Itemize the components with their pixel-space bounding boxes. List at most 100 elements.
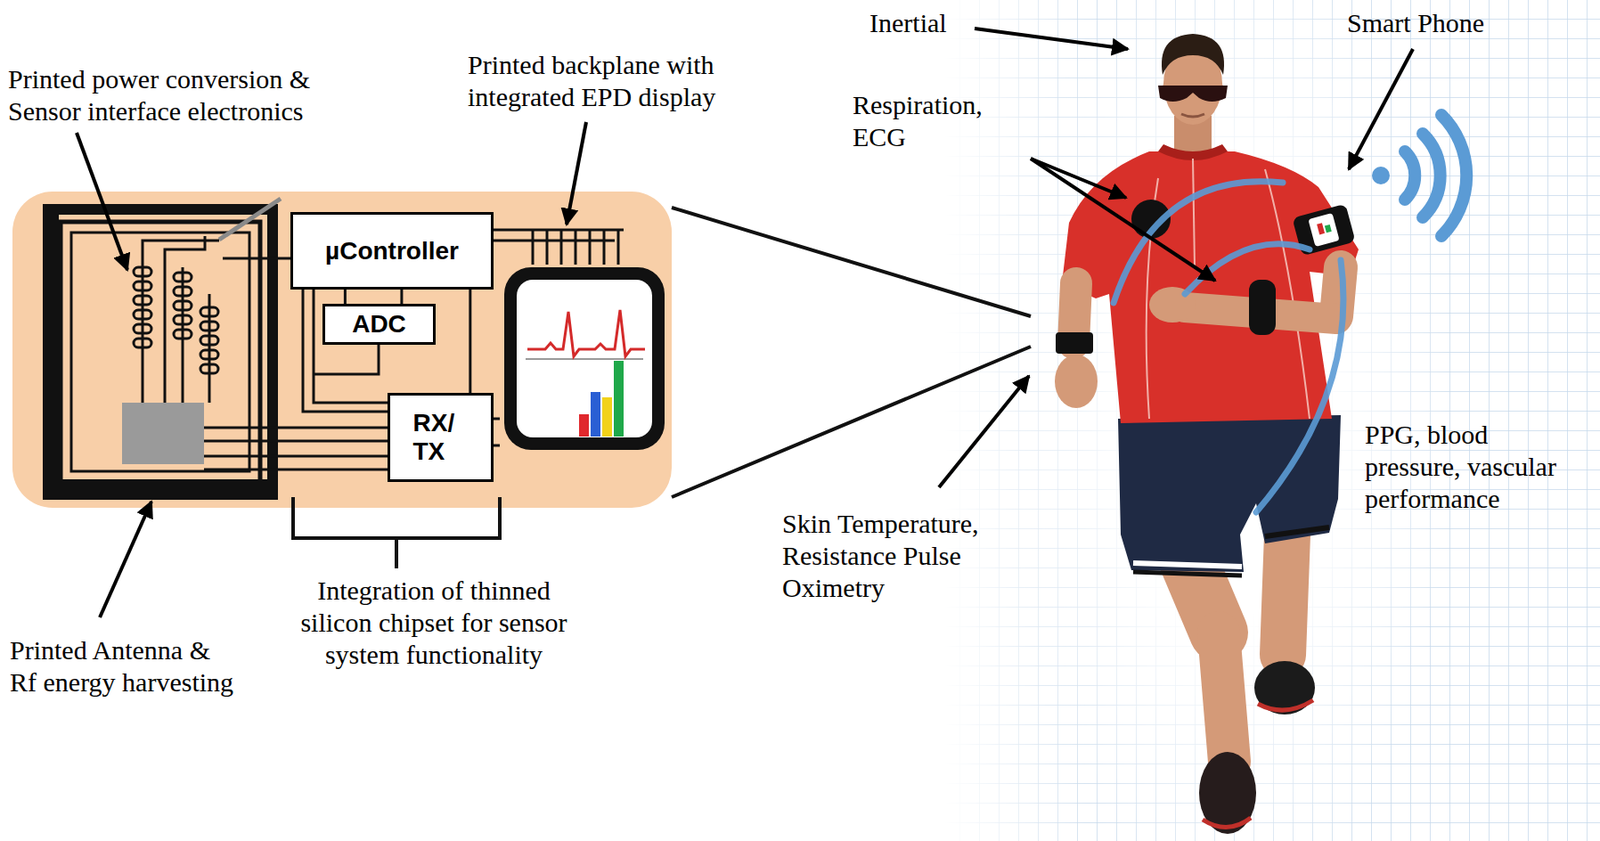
power-conversion-circuit-part <box>173 286 192 296</box>
power-conversion-circuit-part <box>173 315 192 325</box>
runner-part <box>1133 563 1242 567</box>
power-conversion-circuit-part <box>133 310 152 319</box>
power-conversion-circuit-part <box>200 350 219 360</box>
power-conversion-circuit-part <box>133 338 152 348</box>
adc-box: ADC <box>322 303 436 345</box>
chipset-bracket-part <box>293 497 500 539</box>
antenna-coil <box>42 198 281 500</box>
power-conversion-circuit-part <box>200 307 219 317</box>
power-conversion-circuit-part <box>133 267 152 277</box>
wireless-symbol-part <box>1441 114 1467 237</box>
wireless-symbol <box>1371 114 1467 237</box>
runner-part <box>1324 224 1332 233</box>
antenna-coil-part <box>71 232 250 472</box>
power-conversion-circuit-part <box>200 321 219 331</box>
device-panel <box>12 191 672 508</box>
power-conversion-circuit <box>133 236 291 403</box>
power-conversion-circuit-part <box>173 329 192 339</box>
antenna-coil-part <box>42 479 278 500</box>
leader-arrow-part <box>974 28 1128 49</box>
epd-display-part <box>590 391 601 437</box>
antenna-coil-part <box>219 198 281 240</box>
chipset-bracket <box>293 497 500 569</box>
circuit-wires-part <box>603 229 606 265</box>
antenna-coil-part <box>42 204 59 500</box>
runner-part <box>1158 144 1228 161</box>
grid-background <box>944 0 1600 841</box>
circuit-wires-part <box>204 468 388 472</box>
runner-part <box>1181 114 1205 117</box>
controller-box: µController <box>290 212 494 290</box>
text-wrap: µController <box>325 236 459 266</box>
annotation-label: PPG, blood pressure, vascular performanc… <box>1364 418 1570 515</box>
annotation-label: Respiration, ECG <box>852 89 1005 154</box>
runner-part <box>1307 212 1339 247</box>
runner-part <box>1248 279 1276 335</box>
runner-part <box>1158 85 1228 102</box>
circuit-wires-part <box>546 229 549 265</box>
device-panel-part <box>12 191 672 508</box>
antenna-coil-part <box>60 221 261 482</box>
power-conversion-circuit-part <box>222 257 291 261</box>
signal-swoosh-part <box>1256 260 1344 513</box>
annotation-label: Printed power conversion & Sensor interf… <box>8 63 329 128</box>
runner-part <box>1257 700 1314 711</box>
epd-display-part <box>527 310 645 357</box>
leader-arrow-part <box>99 501 152 618</box>
circuit-wires-part <box>531 229 535 265</box>
signal-swoosh-part <box>1184 244 1310 294</box>
annotation-label: Printed backplane with integrated EPD di… <box>467 48 735 114</box>
power-conversion-circuit-part <box>133 295 152 305</box>
epd-display-part <box>516 279 653 438</box>
wire-connector <box>344 289 402 304</box>
circuit-wires-part <box>588 229 592 265</box>
runner-part <box>1133 571 1242 576</box>
wireless-symbol-part <box>1371 166 1390 185</box>
zoom-lines-part <box>671 346 1031 498</box>
leader-arrow-part <box>1348 48 1413 170</box>
power-conversion-circuit-part <box>164 236 205 403</box>
runner-part <box>1161 33 1225 75</box>
epd-display <box>504 267 665 450</box>
power-conversion-circuit-part <box>133 281 152 291</box>
runner-part <box>1192 158 1195 268</box>
circuit-wires-part <box>204 440 388 443</box>
silicon-chip-part <box>122 402 205 465</box>
power-conversion-circuit-part <box>173 301 192 311</box>
transceiver-box: RX/ TX <box>387 392 494 482</box>
text-wrap: RX/ TX <box>413 408 469 466</box>
power-conversion-circuit-part <box>208 293 212 403</box>
runner <box>1054 33 1359 834</box>
epd-display-part <box>613 360 624 437</box>
runner-part <box>1202 817 1251 828</box>
box-label: RX/ TX <box>413 408 469 466</box>
box-label: µController <box>325 236 459 266</box>
text-wrap: ADC <box>351 310 407 339</box>
zoom-lines <box>671 207 1031 498</box>
power-conversion-circuit-part <box>142 240 220 403</box>
leader-arrow-part <box>1030 158 1216 281</box>
circuit-wires-part <box>574 229 578 265</box>
chipset-bracket-part <box>394 538 399 569</box>
power-conversion-circuit-part <box>200 364 219 374</box>
signal-swoosh <box>1113 181 1344 513</box>
runner-part <box>1316 222 1325 235</box>
annotation-label: Printed Antenna & Rf energy harvesting <box>9 634 240 699</box>
runner-part <box>1054 354 1098 409</box>
runner-part <box>1061 151 1359 424</box>
annotation-label: Inertial <box>869 7 947 40</box>
circuit-wires-part <box>560 229 564 265</box>
power-conversion-circuit-part <box>133 324 152 334</box>
leader-arrow-part <box>938 375 1029 488</box>
box-label: ADC <box>351 310 407 339</box>
leader-arrow-part <box>76 132 128 270</box>
power-conversion-circuit-part <box>173 272 192 282</box>
wireless-symbol-part <box>1404 151 1415 200</box>
runner-part <box>1254 661 1315 715</box>
leader-arrow-part <box>566 122 587 225</box>
runner-part <box>1282 534 1288 655</box>
